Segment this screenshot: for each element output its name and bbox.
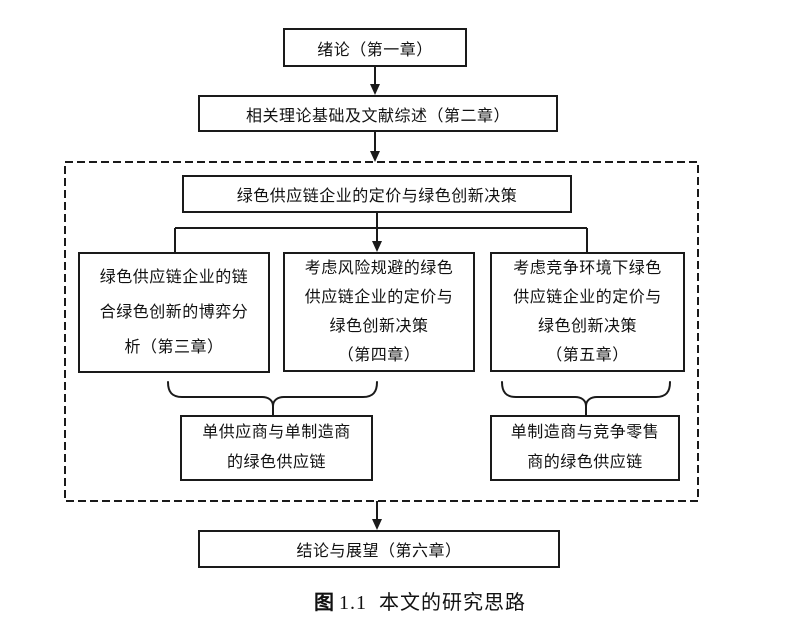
node-chapter3: 绿色供应链企业的链 合绿色创新的博弈分 析（第三章）	[78, 252, 270, 373]
node-chapter4: 考虑风险规避的绿色 供应链企业的定价与 绿色创新决策 （第四章）	[283, 252, 475, 372]
node-chain-left: 单供应商与单制造商 的绿色供应链	[180, 415, 373, 481]
arrow-frame-to-chapter6	[372, 501, 382, 530]
node-chapter5: 考虑竞争环境下绿色 供应链企业的定价与 绿色创新决策 （第五章）	[490, 252, 685, 372]
node-chapter1-label: 绪论（第一章）	[317, 41, 433, 59]
node-chapter6-label: 结论与展望（第六章）	[296, 543, 462, 560]
node-chapter2: 相关理论基础及文献综述（第二章）	[198, 95, 558, 132]
node-decision-topic: 绿色供应链企业的定价与绿色创新决策	[182, 175, 572, 213]
arrow-chapter2-to-frame	[370, 132, 380, 162]
brace-right	[501, 381, 671, 416]
node-chain-right: 单制造商与竞争零售 商的绿色供应链	[490, 415, 680, 481]
figure-caption-title: 本文的研究思路	[379, 592, 526, 614]
arrow-chapter1-to-chapter2	[370, 67, 380, 95]
brace-left	[167, 381, 378, 416]
node-chapter6: 结论与展望（第六章）	[198, 530, 560, 568]
node-chapter1: 绪论（第一章）	[283, 28, 467, 67]
figure-caption-number: 1.1	[339, 592, 367, 614]
branch-connector	[174, 213, 588, 253]
node-decision-topic-label: 绿色供应链企业的定价与绿色创新决策	[236, 188, 518, 205]
figure-caption-prefix: 图	[314, 592, 335, 614]
node-chapter2-label: 相关理论基础及文献综述（第二章）	[245, 107, 510, 125]
